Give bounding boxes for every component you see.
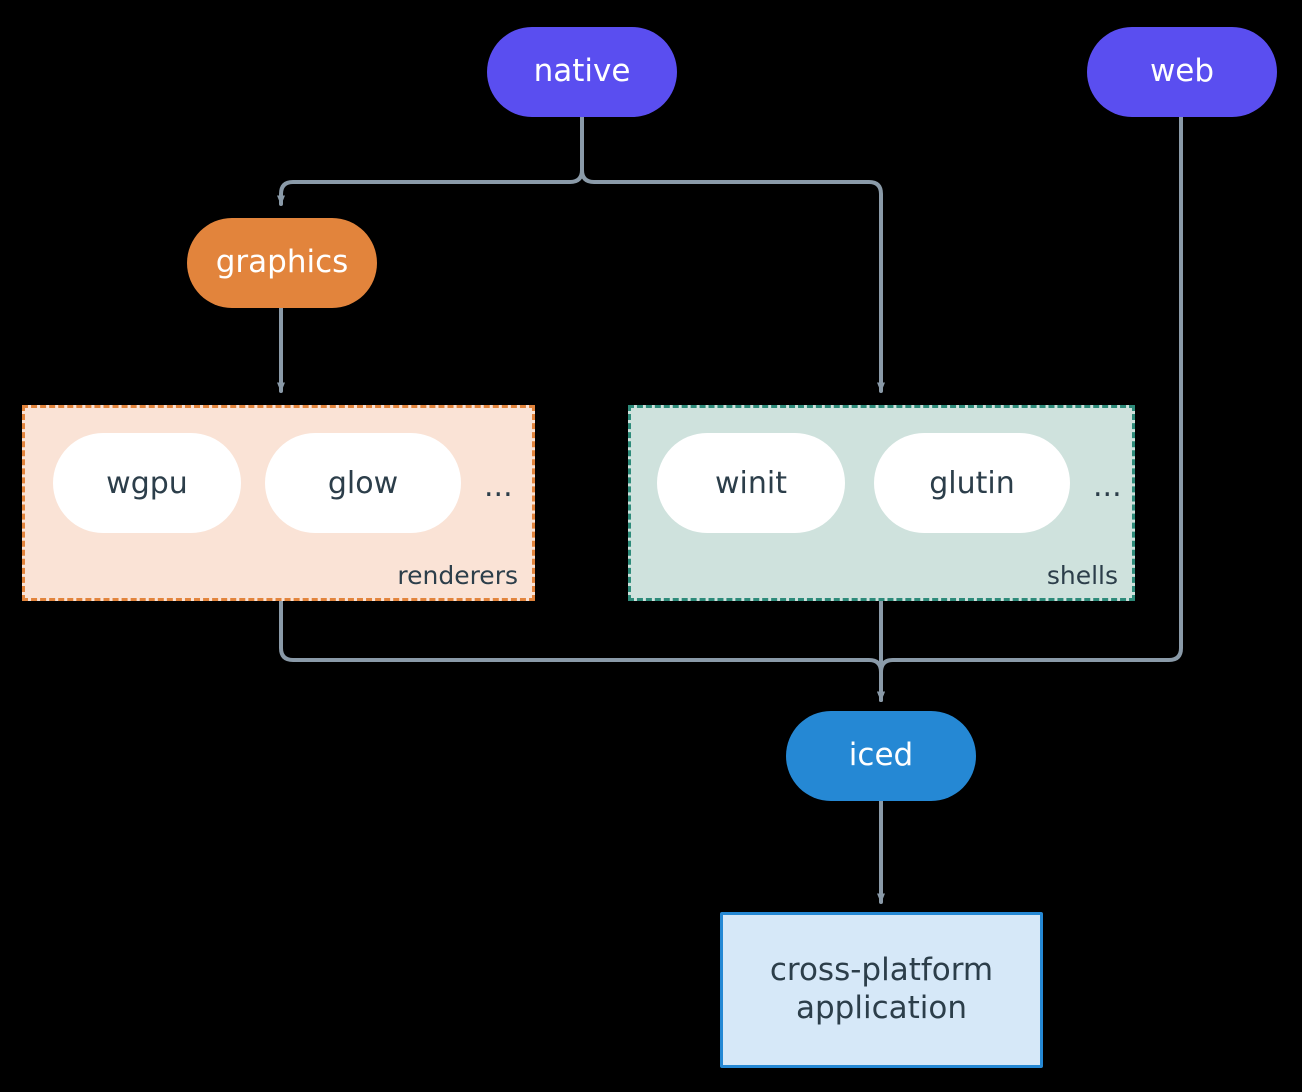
- node-graphics[interactable]: graphics: [187, 218, 377, 308]
- node-cross-platform-application[interactable]: cross-platform application: [720, 912, 1043, 1068]
- node-glutin[interactable]: glutin: [874, 433, 1070, 533]
- application-label-line2: application: [796, 990, 967, 1026]
- edge-native-to-shells: [580, 115, 885, 393]
- renderers-overflow-ellipsis: ...: [484, 469, 513, 504]
- cluster-renderers: wgpu glow ... renderers: [22, 405, 535, 601]
- shells-overflow-ellipsis: ...: [1093, 469, 1122, 504]
- node-glow[interactable]: glow: [265, 433, 461, 533]
- node-graphics-label: graphics: [215, 244, 349, 281]
- node-wgpu-label: wgpu: [106, 465, 188, 501]
- node-native[interactable]: native: [487, 27, 677, 117]
- cluster-shells-label: shells: [1046, 561, 1118, 590]
- node-wgpu[interactable]: wgpu: [53, 433, 241, 533]
- cluster-renderers-label: renderers: [397, 561, 518, 590]
- node-glutin-label: glutin: [929, 465, 1015, 501]
- edge-native-to-graphics: [277, 115, 584, 206]
- node-web-label: web: [1149, 53, 1215, 90]
- node-iced-label: iced: [848, 737, 914, 774]
- node-winit[interactable]: winit: [657, 433, 845, 533]
- application-label-line1: cross-platform: [769, 952, 994, 989]
- node-iced[interactable]: iced: [786, 711, 976, 801]
- node-native-label: native: [533, 53, 631, 90]
- node-glow-label: glow: [327, 465, 399, 501]
- cluster-shells: winit glutin ... shells: [628, 405, 1135, 601]
- edge-renderers-to-iced: [279, 599, 885, 702]
- node-web[interactable]: web: [1087, 27, 1277, 117]
- node-winit-label: winit: [715, 465, 787, 501]
